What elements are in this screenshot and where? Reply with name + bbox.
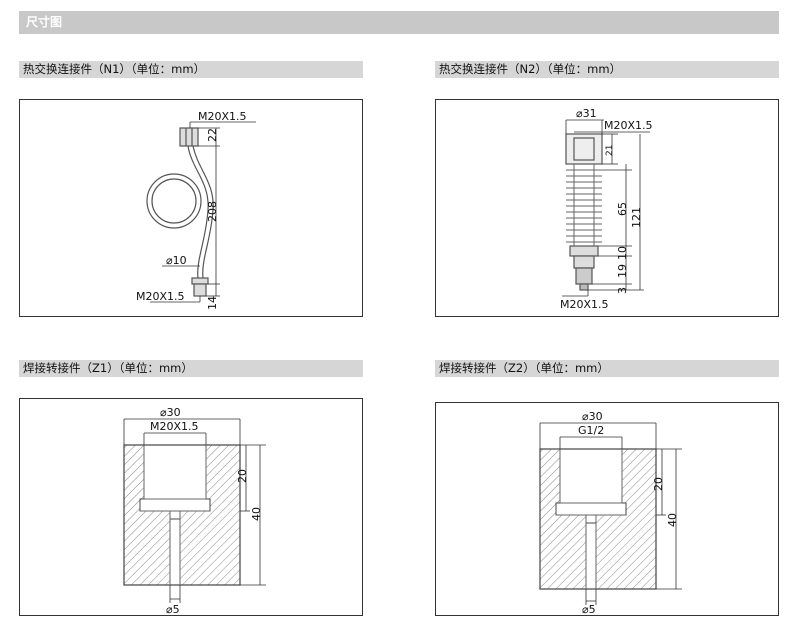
label-lower-height: 19 <box>616 264 629 278</box>
label-tube-diameter: ⌀10 <box>166 254 187 267</box>
label-outer-diameter: ⌀31 <box>576 107 597 120</box>
label-hole-diameter: ⌀5 <box>166 603 180 616</box>
drawing-n1: M20X1.5 22 208 ⌀10 M20X1.5 14 <box>136 110 256 310</box>
label-top-height: 22 <box>206 128 219 142</box>
drawing-panel-z1: ⌀30 M20X1.5 20 40 ⌀5 <box>19 398 363 616</box>
label-outer-diameter: ⌀30 <box>160 406 181 419</box>
label-hole-diameter: ⌀5 <box>582 603 596 616</box>
drawing-n2: ⌀31 M20X1.5 21 65 121 10 19 3 M20X1.5 <box>560 107 653 311</box>
label-total-height: 208 <box>206 201 219 222</box>
label-depth: 20 <box>236 469 249 483</box>
section-header: 尺寸图 <box>19 11 779 34</box>
caption-n1: 热交换连接件（N1）（单位：mm） <box>19 61 363 78</box>
label-height: 40 <box>250 507 263 521</box>
caption-n2: 热交换连接件（N2）（单位：mm） <box>435 61 779 78</box>
drawing-panel-n1: M20X1.5 22 208 ⌀10 M20X1.5 14 <box>19 99 363 317</box>
drawing-z1: ⌀30 M20X1.5 20 40 ⌀5 <box>123 406 266 616</box>
label-top-height: 21 <box>605 145 615 156</box>
drawing-panel-z2: ⌀30 G1/2 20 40 ⌀5 <box>435 402 779 616</box>
label-depth: 20 <box>652 477 665 491</box>
drawing-z2: ⌀30 G1/2 20 40 ⌀5 <box>539 410 682 616</box>
label-outer-diameter: ⌀30 <box>582 410 603 423</box>
label-bottom-height: 3 <box>616 287 629 294</box>
label-thread-bottom: M20X1.5 <box>560 298 609 311</box>
label-height: 40 <box>666 513 679 527</box>
label-fin-height: 65 <box>616 202 629 216</box>
label-thread: G1/2 <box>578 424 604 437</box>
label-thread-bottom: M20X1.5 <box>136 290 185 303</box>
label-thread: M20X1.5 <box>604 119 653 132</box>
label-thread: M20X1.5 <box>150 420 199 433</box>
caption-z2: 焊接转接件（Z2）（单位：mm） <box>435 360 779 377</box>
label-total-height: 121 <box>630 207 643 228</box>
label-mid-height: 10 <box>616 246 629 260</box>
label-thread-top: M20X1.5 <box>198 110 247 123</box>
caption-z1: 焊接转接件（Z1）（单位：mm） <box>19 360 363 377</box>
drawing-panel-n2: ⌀31 M20X1.5 21 65 121 10 19 3 M20X1.5 <box>435 99 779 317</box>
label-bottom-height: 14 <box>206 296 219 310</box>
